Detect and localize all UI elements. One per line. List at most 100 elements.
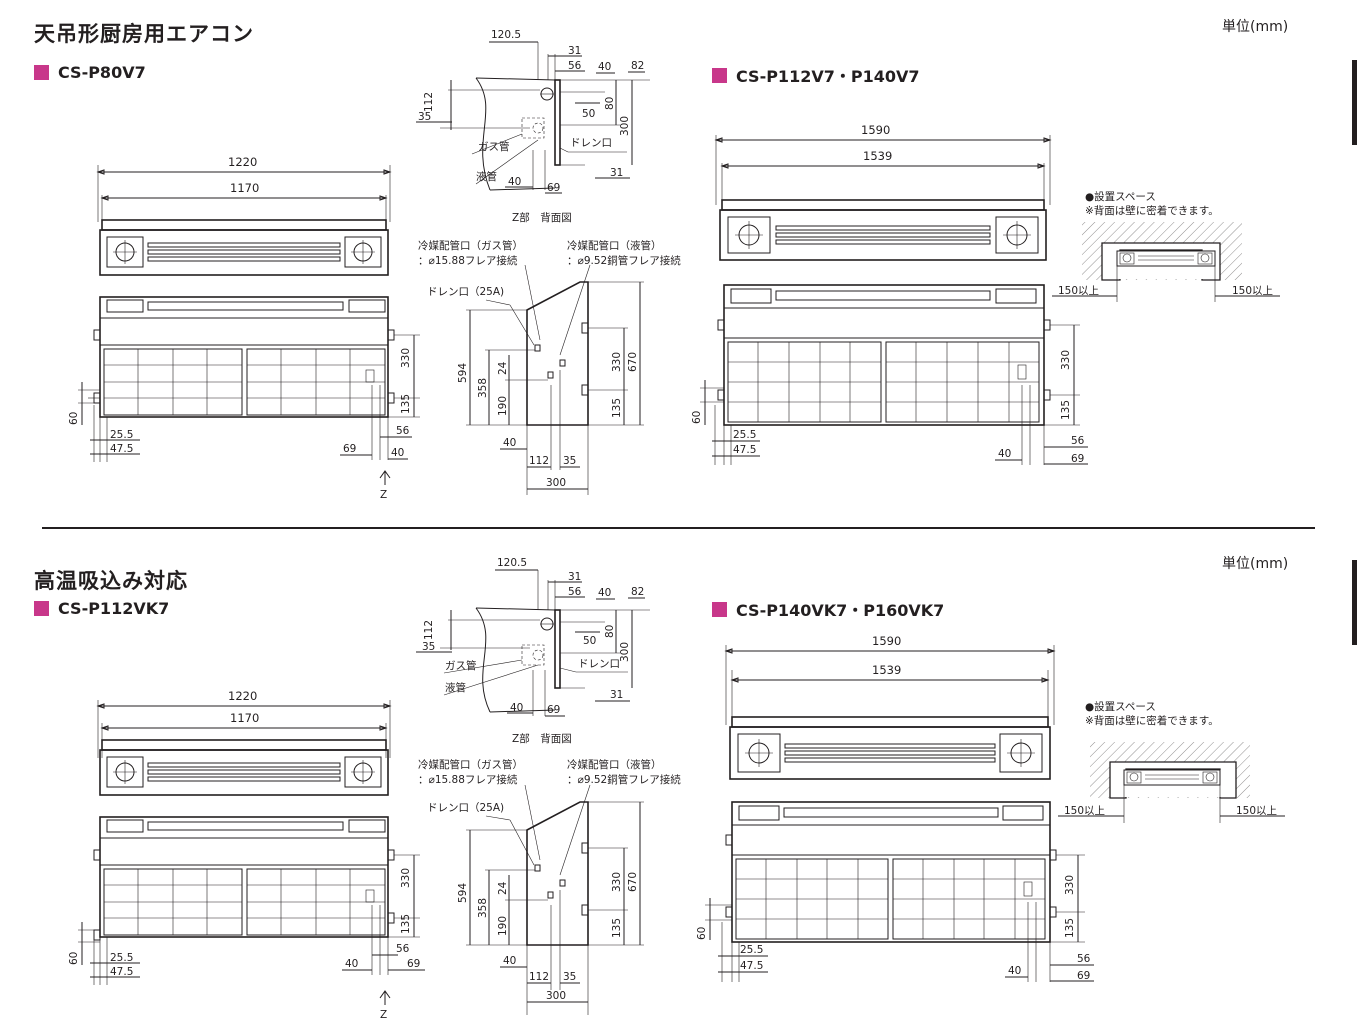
dim-670: 670 [627, 352, 639, 372]
edge-bar-top [1352, 60, 1357, 145]
space-left: 150以上 [1064, 805, 1105, 817]
space-note: ※背面は壁に密着できます。 [1085, 714, 1219, 727]
model-label: CS-P112V7・P140V7 [712, 63, 920, 87]
dim-j: 300 [619, 642, 631, 662]
model-marker [712, 601, 727, 617]
dim-112: 112 [529, 455, 549, 467]
dim-35: 35 [563, 971, 576, 983]
installation-space: ●設置スペース ※背面は壁に密着できます。 150以上 150以上 [1052, 190, 1280, 302]
gas-port-label: 冷媒配管口（ガス管） [418, 758, 523, 771]
dim-c: 56 [568, 60, 582, 72]
model-marker [34, 601, 49, 616]
dim-190: 190 [497, 396, 509, 416]
dim-d47: 47.5 [110, 443, 133, 455]
dim-d40: 40 [345, 958, 358, 970]
dim-m: 69 [547, 704, 560, 716]
dim-h135: 135 [1060, 400, 1072, 420]
dim-h330: 330 [400, 348, 412, 368]
dim-b: 31 [568, 571, 581, 583]
dim-h330: 330 [400, 868, 412, 888]
right-unit-front-view: 330 135 60 25.5 47.5 56 40 69 [691, 284, 1088, 465]
liquid-port-spec: ：⌀9.52銅管フレア接続 [567, 254, 681, 267]
dim-d69: 69 [1071, 453, 1084, 465]
dim-670: 670 [627, 872, 639, 892]
dim-594: 594 [457, 363, 469, 383]
dim-b: 31 [568, 45, 581, 57]
dim-side-40: 40 [503, 955, 516, 967]
model-name: CS-P112VK7 [58, 599, 170, 618]
dim-d25: 25.5 [110, 952, 133, 964]
dim-l: 40 [508, 176, 521, 188]
dim-d40: 40 [998, 448, 1011, 460]
dim-d56: 56 [396, 425, 410, 437]
unit-label: 単位(mm) [1222, 19, 1289, 35]
section-title: 天吊形厨房用エアコン [34, 22, 254, 46]
dim-overall: 1220 [228, 689, 257, 703]
dim-pitch: 1170 [230, 711, 259, 725]
dim-d69: 69 [343, 443, 356, 455]
section-drawings: 1220 1170 [68, 29, 1280, 501]
dim-24: 24 [497, 881, 509, 895]
model-marker [712, 67, 727, 83]
right-unit-top-view: 1590 1539 [724, 634, 1056, 780]
side-view: 冷媒配管口（ガス管） ：⌀15.88フレア接続 冷媒配管口（液管） ：⌀9.52… [418, 239, 681, 495]
z-detail-rear-view: 112 35 120.5 31 56 40 82 50 80 300 ガス管 液… [416, 29, 650, 224]
dim-h135: 135 [1064, 918, 1076, 938]
dim-pitch: 1539 [872, 663, 901, 677]
dim-i: 80 [604, 97, 616, 110]
liquid-port-spec: ：⌀9.52銅管フレア接続 [567, 773, 681, 786]
dim-overall: 1590 [872, 634, 901, 648]
dim-k: 31 [610, 167, 623, 179]
z-marker: Z [380, 1009, 387, 1021]
dim-d40: 40 [391, 447, 404, 459]
left-unit-top-view: 1220 1170 [96, 689, 392, 796]
dim-a: 120.5 [491, 29, 521, 41]
dim-35: 35 [563, 455, 576, 467]
space-title: ●設置スペース [1085, 700, 1156, 713]
dim-h330: 330 [1064, 875, 1076, 895]
model-label: CS-P80V7 [34, 63, 146, 82]
section-title: 高温吸込み対応 [34, 569, 188, 593]
space-right: 150以上 [1232, 285, 1273, 297]
dim-v60: 60 [691, 411, 703, 424]
dim-i: 80 [604, 625, 616, 638]
dim-side-330: 330 [611, 872, 623, 892]
edge-bar-bottom [1352, 560, 1357, 645]
dim-h330: 330 [1060, 350, 1072, 370]
drain-port-label: ドレン口（25A) [427, 802, 504, 814]
dim-c: 56 [568, 586, 582, 598]
unit-label: 単位(mm) [1222, 556, 1289, 572]
model-name: CS-P140VK7・P160VK7 [736, 601, 945, 620]
dim-d25: 25.5 [110, 429, 133, 441]
detail-caption: Z部 背面図 [512, 211, 572, 224]
model-marker [34, 65, 49, 80]
model-label: CS-P112VK7 [34, 599, 169, 618]
dim-24: 24 [497, 361, 509, 375]
liquid-port-label: 冷媒配管口（液管） [567, 239, 662, 252]
drain-label: ドレン口 [570, 137, 612, 149]
dim-112: 112 [529, 971, 549, 983]
gas-port-spec: ：⌀15.88フレア接続 [418, 254, 518, 267]
dim-d47: 47.5 [110, 966, 133, 978]
model-label: CS-P140VK7・P160VK7 [712, 597, 944, 621]
dim-e: 82 [631, 586, 644, 598]
dim-m: 69 [547, 182, 560, 194]
dim-j: 300 [619, 116, 631, 136]
dim-358: 358 [477, 378, 489, 398]
gas-port-label: 冷媒配管口（ガス管） [418, 239, 523, 252]
gas-pipe-label: ガス管 [478, 140, 510, 153]
model-name: CS-P112V7・P140V7 [736, 67, 920, 86]
gas-port-spec: ：⌀15.88フレア接続 [418, 773, 518, 786]
dim-d56: 56 [396, 943, 410, 955]
dim-a: 120.5 [497, 557, 527, 569]
z-detail-rear-view: 112 35 120.5 31 56 40 82 50 80 300 ガス管 液… [416, 557, 650, 745]
dim-d69: 69 [1077, 970, 1090, 982]
section-drawings: 1220 1170 [68, 557, 1285, 1021]
dim-f: 112 [423, 92, 435, 112]
dim-v60: 60 [696, 927, 708, 940]
dim-overall: 1590 [861, 123, 890, 137]
space-right: 150以上 [1236, 805, 1277, 817]
installation-space: ●設置スペース ※背面は壁に密着できます。 150以上 150以上 [1058, 700, 1285, 823]
dim-side-330: 330 [611, 352, 623, 372]
right-unit-front-view: 330 135 60 25.5 47.5 56 40 69 [696, 801, 1094, 982]
